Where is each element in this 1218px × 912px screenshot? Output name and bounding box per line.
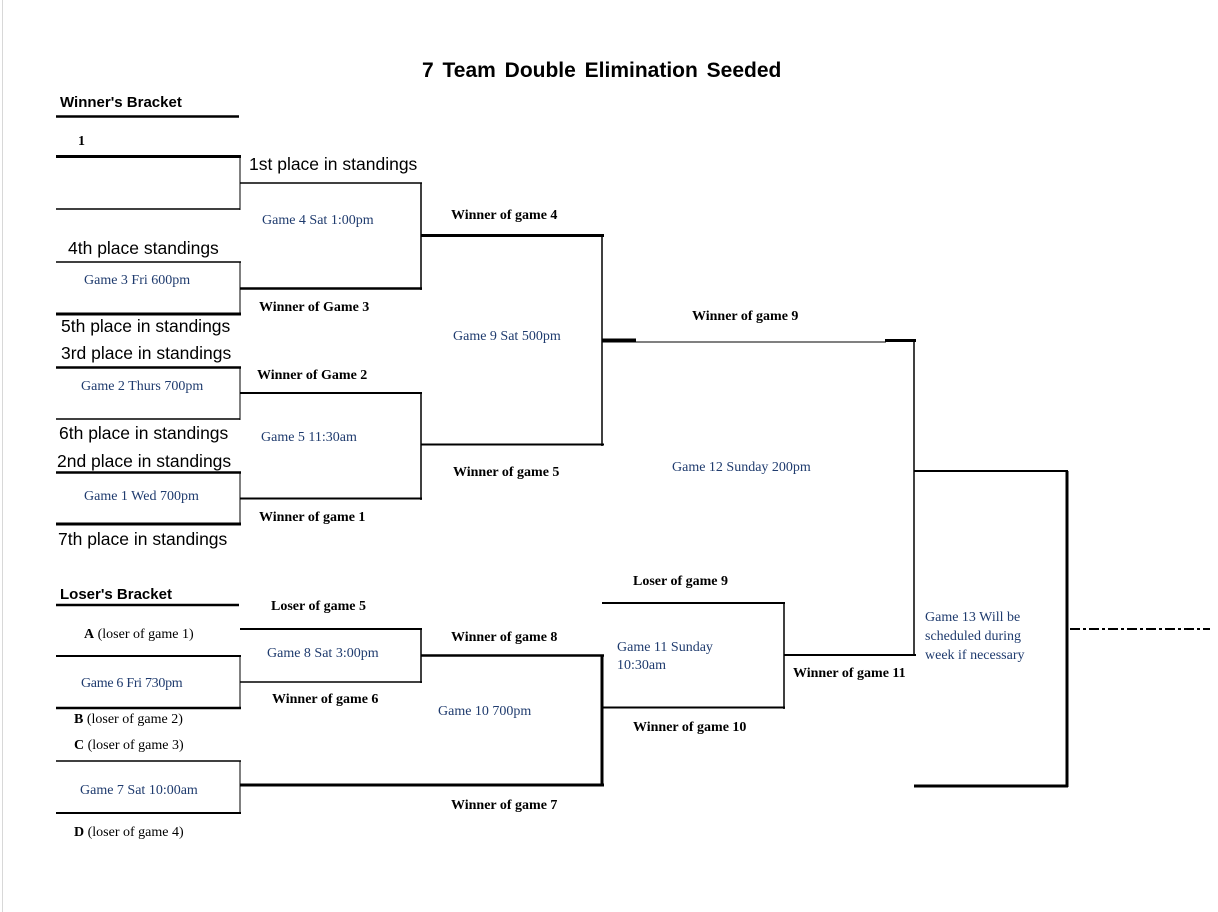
winner-game-3-label: Winner of Game 3 — [259, 300, 370, 315]
loser-entry-c-text: (loser of game 3) — [84, 738, 184, 753]
loser-entry-a: A (loser of game 1) — [84, 627, 194, 643]
winner-game-1-label: Winner of game 1 — [259, 510, 366, 525]
winner-game-5-label: Winner of game 5 — [453, 465, 560, 480]
winner-game-6-label: Winner of game 6 — [272, 692, 379, 707]
game-1-label: Game 1 Wed 700pm — [84, 489, 199, 504]
game-8-label: Game 8 Sat 3:00pm — [267, 646, 379, 661]
standings-2nd: 2nd place in standings — [57, 451, 232, 471]
standings-1st: 1st place in standings — [249, 154, 418, 174]
loser-entry-a-text: (loser of game 1) — [94, 627, 194, 642]
standings-5th: 5th place in standings — [61, 316, 231, 336]
standings-6th: 6th place in standings — [59, 423, 229, 443]
page-left-border — [2, 0, 3, 912]
winners-bracket-heading: Winner's Bracket — [60, 94, 182, 111]
loser-game-9-label: Loser of game 9 — [633, 574, 728, 589]
page-title: 7 Team Double Elimination Seeded — [422, 59, 782, 82]
winner-game-9-label: Winner of game 9 — [692, 309, 799, 324]
loser-entry-b: B (loser of game 2) — [74, 712, 183, 728]
game-3-label: Game 3 Fri 600pm — [84, 273, 191, 288]
game-9-label: Game 9 Sat 500pm — [453, 329, 561, 344]
loser-entry-c: C (loser of game 3) — [74, 738, 184, 754]
game-13-label: Game 13 Will be scheduled during week if… — [925, 610, 1025, 663]
game-10-label: Game 10 700pm — [438, 704, 532, 719]
standings-3rd: 3rd place in standings — [61, 343, 232, 363]
winner-game-10-label: Winner of game 10 — [633, 720, 747, 735]
game-6-label: Game 6 Fri 730pm — [81, 676, 183, 691]
game-11-label: Game 11 Sunday 10:30am — [617, 640, 713, 673]
standings-4th: 4th place standings — [68, 238, 219, 258]
loser-entry-c-letter: C — [74, 738, 85, 753]
losers-bracket-heading: Loser's Bracket — [60, 586, 172, 603]
loser-entry-b-text: (loser of game 2) — [83, 712, 183, 727]
game-7-label: Game 7 Sat 10:00am — [80, 783, 198, 798]
game-12-label: Game 12 Sunday 200pm — [672, 460, 811, 475]
standings-7th: 7th place in standings — [58, 529, 228, 549]
winner-game-8-label: Winner of game 8 — [451, 630, 558, 645]
winner-game-2-label: Winner of Game 2 — [257, 368, 368, 383]
winner-game-4-label: Winner of game 4 — [451, 208, 558, 223]
winner-game-11-label: Winner of game 11 — [793, 666, 906, 681]
game-2-label: Game 2 Thurs 700pm — [81, 379, 204, 394]
game-4-label: Game 4 Sat 1:00pm — [262, 213, 374, 228]
loser-game-5-label: Loser of game 5 — [271, 599, 366, 614]
loser-entry-b-letter: B — [74, 712, 84, 727]
winner-game-7-label: Winner of game 7 — [451, 798, 558, 813]
loser-entry-d-letter: D — [74, 825, 85, 840]
loser-entry-a-letter: A — [84, 627, 95, 642]
seed-one-label: 1 — [78, 134, 85, 149]
game-5-label: Game 5 11:30am — [261, 430, 357, 445]
loser-entry-d: D (loser of game 4) — [74, 825, 184, 841]
loser-entry-d-text: (loser of game 4) — [84, 825, 184, 840]
